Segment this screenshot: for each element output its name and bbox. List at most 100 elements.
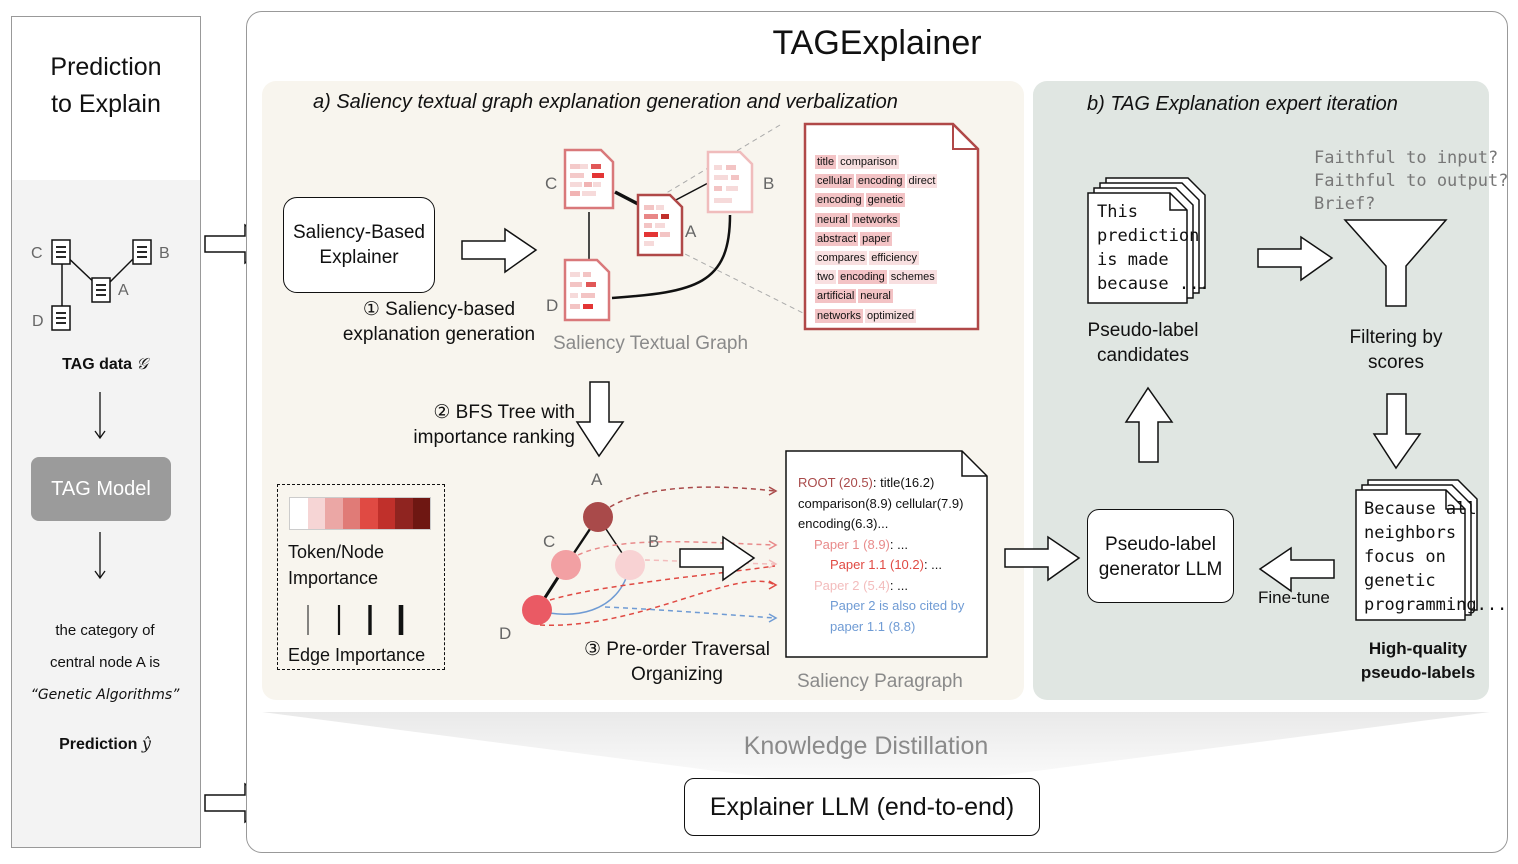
stg-label: Saliency Textual Graph	[553, 333, 749, 354]
criteria-line3: Brief?	[1314, 194, 1376, 214]
token-chip: comparison	[838, 155, 899, 169]
token-chip: two	[815, 270, 837, 285]
para-paper1: Paper 1 (8.9)	[814, 536, 890, 552]
left-tag-graph: C B A D	[31, 239, 170, 331]
saliency-paragraph: ROOT (20.5): title(16.2) comparison(8.9)…	[798, 473, 964, 637]
left-title-line2: to Explain	[51, 90, 161, 118]
explainer-box-line1: Saliency-Based	[292, 222, 426, 243]
importance-color-scale	[289, 497, 431, 530]
token-chip: schemes	[888, 270, 937, 285]
tree-node-a	[583, 502, 613, 532]
graph-node-label-a: A	[685, 222, 697, 241]
legend-edge-label: Edge Importance	[288, 645, 426, 665]
left-arrow-down-1	[94, 392, 106, 440]
candidate-doc-line1: This	[1097, 202, 1138, 222]
candidates-line2: candidates	[1097, 345, 1189, 366]
arrow-paragraph-to-generator	[1004, 535, 1081, 582]
tree-label-d: D	[499, 624, 511, 643]
tree-label-b: B	[648, 532, 659, 551]
step3-line2: Organizing	[631, 664, 723, 685]
token-chip: artificial	[815, 289, 857, 304]
prediction-text-line2: central node A is	[49, 654, 161, 671]
tree-node-d	[522, 595, 552, 625]
generator-line2: generator LLM	[1098, 559, 1223, 580]
hq-docs	[1355, 479, 1478, 621]
arrow-step2-down	[575, 381, 625, 458]
token-chip: encoding	[838, 270, 887, 285]
doc-icon-c	[51, 239, 71, 265]
importance-swatch	[307, 498, 325, 529]
hq-line2: pseudo-labels	[1360, 663, 1476, 682]
graph-node-label-c: C	[545, 174, 557, 193]
finetune-label: Fine-tune	[1258, 588, 1330, 607]
legend-token-label: Token/Node Importance	[288, 539, 384, 591]
filter-caption: Filtering by scores	[1316, 325, 1476, 375]
token-chip: abstract	[815, 231, 859, 246]
tree-label-c: C	[543, 532, 555, 551]
arrow-tree-to-paragraph	[679, 535, 756, 582]
hq-doc-line1: Because all	[1364, 499, 1477, 519]
para-line2: comparison(8.9) cellular(7.9)	[798, 495, 964, 511]
funnel-icon	[1343, 219, 1448, 307]
hq-doc-line3: focus on	[1364, 547, 1446, 567]
token-chip: genetic	[865, 193, 906, 208]
legend-token-line1: Token/Node	[288, 542, 385, 562]
left-node-label-b: B	[159, 245, 170, 262]
step1-caption: ① Saliency-based explanation generation	[328, 297, 550, 347]
step2-line1: ② BFS Tree with	[433, 402, 575, 423]
para-paper1-rest: : ...	[889, 536, 908, 552]
importance-swatch	[325, 498, 343, 529]
token-chip: networks	[851, 212, 900, 227]
explainer-llm-label: Explainer LLM (end-to-end)	[709, 793, 1015, 821]
doc-icon-d	[51, 305, 71, 331]
left-node-label-a: A	[118, 282, 129, 299]
section-a-title: a) Saliency textual graph explanation ge…	[313, 91, 898, 113]
token-chip: networks	[815, 308, 864, 323]
importance-swatch	[360, 498, 378, 529]
kd-label: Knowledge Distillation	[743, 732, 989, 760]
section-b-title: b) TAG Explanation expert iteration	[1087, 93, 1398, 115]
hq-doc-line2: neighbors	[1364, 523, 1457, 543]
candidate-doc-line2: prediction	[1097, 226, 1200, 246]
para-paper11: Paper 1.1 (10.2)	[830, 557, 924, 572]
arrow-filter-down	[1372, 393, 1422, 470]
step3-line1: ③ Pre-order Traversal	[584, 639, 770, 660]
criteria-line2: Faithful to output?	[1314, 171, 1509, 191]
candidate-doc-text: This prediction is made because ...	[1097, 200, 1210, 296]
tag-model-box: TAG Model	[31, 457, 171, 521]
generator-box: Pseudo-label generator LLM	[1087, 509, 1234, 603]
left-node-label-d: D	[32, 313, 44, 330]
step2-line2: importance ranking	[413, 427, 575, 448]
left-panel: Prediction to Explain	[11, 16, 201, 848]
hq-doc-line5: programming...	[1364, 595, 1508, 615]
tree-label-a: A	[591, 470, 603, 489]
para-paper2-rest: : ...	[889, 577, 908, 593]
para-cite-line1: Paper 2 is also cited by	[830, 598, 965, 613]
graph-doc-c	[563, 148, 615, 210]
left-panel-header	[12, 17, 200, 180]
prediction-text: the category of central node A is “Genet…	[11, 615, 199, 711]
tree-node-c	[551, 550, 581, 580]
step1-line1: ① Saliency-based	[362, 299, 516, 320]
importance-swatch	[395, 498, 413, 529]
left-node-label-c: C	[31, 245, 43, 262]
token-chip: optimized	[865, 308, 917, 323]
candidates-line1: Pseudo-label	[1087, 320, 1199, 341]
step3-caption: ③ Pre-order Traversal Organizing	[570, 637, 784, 687]
doc-icon-b	[132, 239, 152, 265]
edge-importance-bars	[307, 605, 404, 635]
token-chip: cellular	[815, 174, 854, 189]
graph-doc-a	[636, 193, 684, 257]
paragraph-document-frame	[785, 450, 988, 658]
tag-model-label: TAG Model	[51, 478, 151, 500]
saliency-explainer-box: Saliency-Based Explainer	[283, 197, 435, 293]
tag-data-caption: TAG data 𝒢	[11, 354, 199, 374]
